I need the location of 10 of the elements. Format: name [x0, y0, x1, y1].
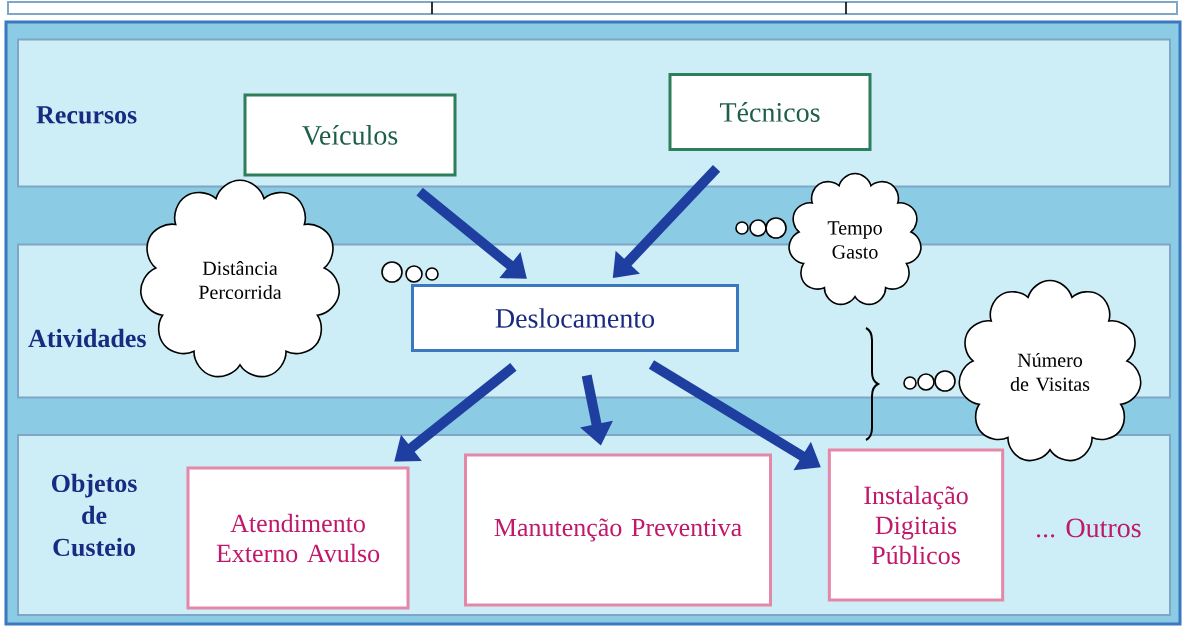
cost-object-box: Manutenção Preventiva	[464, 453, 772, 607]
thought-cloud: Número de Visitas	[903, 279, 1142, 462]
arrow	[416, 187, 527, 279]
thought-cloud: Tempo Gasto	[735, 172, 922, 306]
cost-object-box: Atendimento Externo Avulso	[186, 466, 410, 610]
cost-object-box: Instalação Digitais Públicos	[827, 448, 1005, 602]
resource-box: Técnicos	[668, 73, 872, 151]
label: ... Outros	[1036, 518, 1141, 538]
resource-box: Veículos	[243, 93, 457, 177]
activity-box: Deslocamento	[411, 284, 739, 352]
